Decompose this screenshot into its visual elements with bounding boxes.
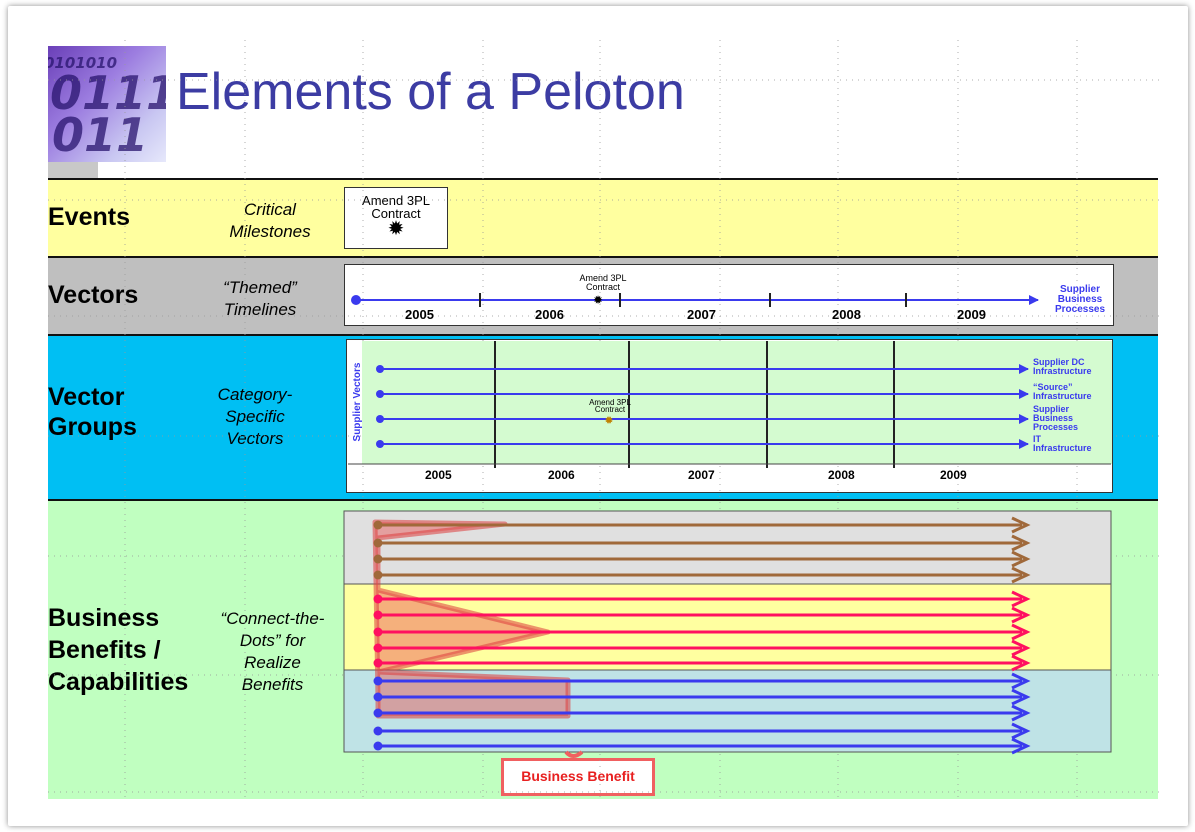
benefit-arrow-start-0-2 [373,554,383,564]
supplier-vectors-side-label: Supplier Vectors [352,362,363,441]
timeline-starburst-icon: ✹ [593,293,603,307]
group-vector-label-0-0: Supplier DC [1033,357,1085,367]
group-event-line1: Amend 3PL [589,398,631,407]
timeline-end-label-3: Processes [1055,304,1105,315]
benefit-arrow-start-2-3 [373,726,383,736]
group-vector-start-3 [376,440,384,448]
benefit-arrow-start-0-3 [373,570,383,580]
benefit-group-bg-2 [343,669,1112,753]
row-label-vectors: Vectors [48,281,139,309]
event-card-line2: Contract [371,206,421,221]
row-desc-business-benefits: “Connect-the- Dots” for Realize Benefits [220,609,325,694]
benefit-arrow-head-2-0 [1011,672,1031,690]
benefit-arrow-head-1-3 [1011,639,1031,657]
header-accent [48,162,98,180]
benefit-arrow-head-1-2 [1011,623,1031,641]
benefit-arrow-start-1-0 [373,594,383,604]
group-vector-label-0-1: Infrastructure [1033,366,1092,376]
business-benefits-chart [343,510,1112,758]
group-vector-start-1 [376,390,384,398]
benefit-arrow-start-2-2 [373,708,383,718]
benefit-arrow-head-2-3 [1011,722,1031,740]
event-card: Amend 3PL Contract ✹ [344,187,448,249]
binary-digits-logo: 0101010 0111 011 [48,46,166,162]
timeline-year-0: 2005 [405,307,434,322]
row-desc-vectors: “Themed” Timelines [223,278,297,319]
benefit-arrow-start-1-3 [373,643,383,653]
group-vector-label-1-0: “Source” [1033,382,1073,392]
group-year-2: 2007 [688,468,715,482]
benefit-arrow-head-0-3 [1011,566,1031,584]
benefit-arrow-head-2-2 [1011,704,1031,722]
timeline-year-1: 2006 [535,307,564,322]
group-starburst-icon: ✹ [604,415,613,427]
timeline-year-4: 2009 [957,307,986,322]
timeline-event-line1: Amend 3PL [579,273,626,283]
group-year-3: 2008 [828,468,855,482]
benefit-arrow-start-1-1 [373,610,383,620]
slide-title: Elements of a Peloton [176,63,685,121]
group-vector-label-3-0: IT [1033,434,1042,444]
benefit-arrow-start-0-0 [373,520,383,530]
group-event-line2: Contract [595,405,626,414]
group-vector-label-2-0: Supplier [1033,404,1070,414]
benefit-arrow-start-0-1 [373,538,383,548]
group-vector-label-3-1: Infrastructure [1033,443,1092,453]
benefit-arrow-start-2-0 [373,676,383,686]
timeline-end-label-1: Supplier [1060,284,1100,295]
group-vector-start-2 [376,415,384,423]
vectors-timeline: Amend 3PL Contract ✹ 2005 2006 2007 2008 200… [351,273,1105,322]
vector-timeline-box [344,264,1114,326]
group-vector-label-2-2: Processes [1033,422,1078,432]
starburst-icon: ✹ [387,218,405,240]
group-vector-label-1-1: Infrastructure [1033,391,1092,401]
group-vector-start-0 [376,365,384,373]
business-benefit-label: Business Benefit [501,758,655,796]
benefit-arrow-head-0-1 [1011,534,1031,552]
group-year-1: 2006 [548,468,575,482]
events-band [48,178,1158,256]
benefit-arrow-head-0-0 [1011,516,1031,534]
benefit-arrow-start-2-4 [373,741,383,751]
row-label-events: Events [48,203,130,231]
benefit-arrow-head-0-2 [1011,550,1031,568]
group-year-4: 2009 [940,468,967,482]
benefit-arrow-head-1-1 [1011,606,1031,624]
row-label-business-benefits: Business Benefits / Capabilities [48,604,189,696]
timeline-year-3: 2008 [832,307,861,322]
row-desc-vector-groups: Category- Specific Vectors [217,385,293,448]
benefit-arrow-start-1-2 [373,627,383,637]
benefit-arrow-head-2-1 [1011,688,1031,706]
benefit-connector [564,750,584,758]
group-year-0: 2005 [425,468,452,482]
benefit-arrow-head-1-4 [1011,654,1031,672]
timeline-year-2: 2007 [687,307,716,322]
timeline-event-line2: Contract [586,282,621,292]
vector-group-chart: Supplier Vectors Amend 3PL Contract ✹ 20… [348,341,1112,482]
row-label-vector-groups: Vector Groups [48,383,137,441]
benefit-arrow-start-1-4 [373,658,383,668]
row-desc-events: Critical Milestones [229,200,311,241]
benefit-arrow-head-2-4 [1011,737,1031,755]
benefit-arrow-head-1-0 [1011,590,1031,608]
benefit-arrow-start-2-1 [373,692,383,702]
dotted-grid [48,40,1160,800]
group-vector-label-2-1: Business [1033,413,1073,423]
timeline-end-label-2: Business [1058,294,1103,305]
